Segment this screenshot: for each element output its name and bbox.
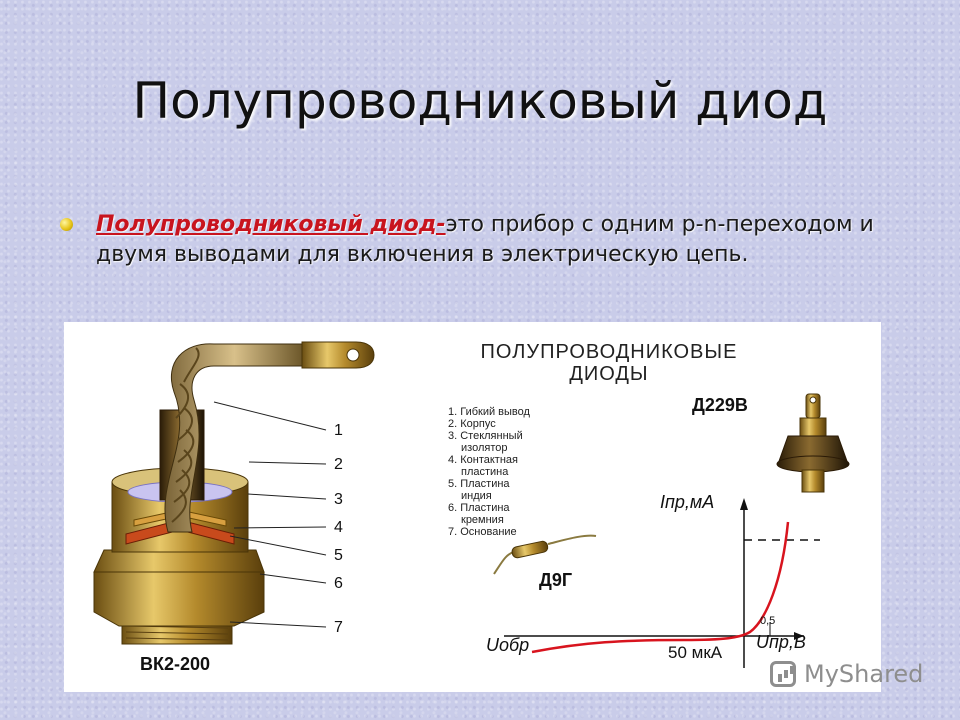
axis-label-reverse: Uобр bbox=[486, 635, 529, 655]
legend-line: 2. Корпус bbox=[448, 418, 496, 430]
iv-curve bbox=[531, 521, 790, 654]
definition-body: это прибор с одним p-n-переходом и двумя… bbox=[96, 212, 874, 267]
term-diode: Полупроводниковый диод- bbox=[96, 212, 446, 237]
stud-diode-d229v bbox=[776, 393, 850, 493]
x-axis-arrow-icon bbox=[794, 632, 804, 640]
legend-line: индия bbox=[461, 490, 492, 502]
callout-7: 7 bbox=[334, 619, 343, 636]
diode-illustration: 1 2 3 4 5 6 7 ВК2-200 ПОЛУПРОВОДНИКОВЫЕ … bbox=[93, 341, 850, 674]
callout-4: 4 bbox=[334, 519, 343, 536]
axis-label-y: Iпр,мА bbox=[660, 492, 714, 512]
iv-characteristic bbox=[504, 498, 820, 668]
slide-title: Полупроводниковый диод bbox=[132, 72, 828, 130]
callout-5: 5 bbox=[334, 547, 343, 564]
power-diode-drawing bbox=[93, 341, 375, 645]
legend-line: 5. Пластина bbox=[448, 478, 510, 490]
axis-label-x: Uпр,В bbox=[756, 632, 806, 652]
bar-chart-icon bbox=[770, 661, 796, 687]
bullet-dot-icon bbox=[60, 218, 73, 231]
callout-numbers: 1 2 3 4 5 6 7 bbox=[334, 422, 343, 636]
legend-line: пластина bbox=[461, 466, 509, 478]
legend-line: изолятор bbox=[461, 442, 507, 454]
definition-text: Полупроводниковый диод-это прибор с одни… bbox=[96, 210, 890, 270]
figure-heading-line2: ДИОДЫ bbox=[569, 363, 648, 385]
label-current-50ua: 50 мкА bbox=[668, 643, 723, 662]
callout-3: 3 bbox=[334, 491, 343, 508]
legend-line: 6. Пластина bbox=[448, 502, 510, 514]
y-axis-arrow-icon bbox=[740, 498, 748, 510]
label-voltage-05: 0,5 bbox=[760, 615, 775, 627]
diode-figure: 1 2 3 4 5 6 7 ВК2-200 ПОЛУПРОВОДНИКОВЫЕ … bbox=[64, 322, 881, 692]
watermark: MyShared bbox=[770, 654, 923, 694]
parts-legend: 1. Гибкий вывод 2. Корпус 3. Стеклянный … bbox=[448, 406, 531, 538]
callout-leaders bbox=[213, 401, 327, 628]
callout-1: 1 bbox=[334, 422, 343, 439]
legend-line: 3. Стеклянный bbox=[448, 430, 523, 442]
device-label-vk2: ВК2-200 bbox=[140, 654, 210, 674]
figure-heading-line1: ПОЛУПРОВОДНИКОВЫЕ bbox=[481, 341, 738, 363]
legend-line: кремния bbox=[461, 514, 504, 526]
glass-diode-d9g bbox=[493, 534, 597, 575]
definition-bullet: Полупроводниковый диод-это прибор с одни… bbox=[60, 210, 890, 270]
device-label-d229v: Д229В bbox=[692, 395, 748, 415]
legend-line: 4. Контактная bbox=[448, 454, 518, 466]
device-label-d9g: Д9Г bbox=[539, 570, 572, 590]
callout-2: 2 bbox=[334, 456, 343, 473]
callout-6: 6 bbox=[334, 575, 343, 592]
legend-line: 1. Гибкий вывод bbox=[448, 406, 531, 418]
watermark-text: MyShared bbox=[804, 660, 924, 688]
legend-line: 7. Основание bbox=[448, 526, 517, 538]
